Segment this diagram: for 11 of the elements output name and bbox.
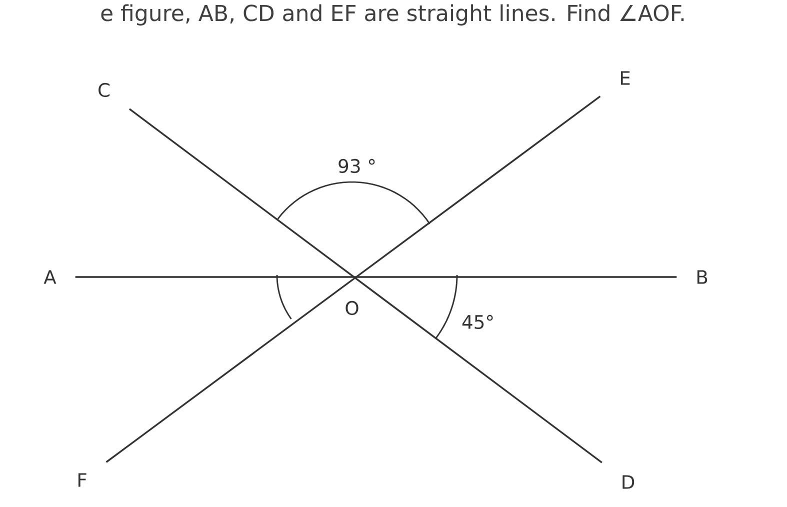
straight-line <box>75 276 677 278</box>
point-label: F <box>78 473 86 487</box>
angle-label: O <box>346 300 358 316</box>
title: e figure, AB, CD and EF are straight lines. Find ∠AOF. <box>101 4 684 26</box>
angle-label: 93 ° <box>338 158 375 174</box>
point-label: B <box>697 270 708 284</box>
point-label: C <box>98 82 110 98</box>
point-label: E <box>620 71 630 85</box>
angle-label: 45° <box>462 314 493 330</box>
point-label: A <box>44 270 56 284</box>
point-label: D <box>622 475 634 489</box>
